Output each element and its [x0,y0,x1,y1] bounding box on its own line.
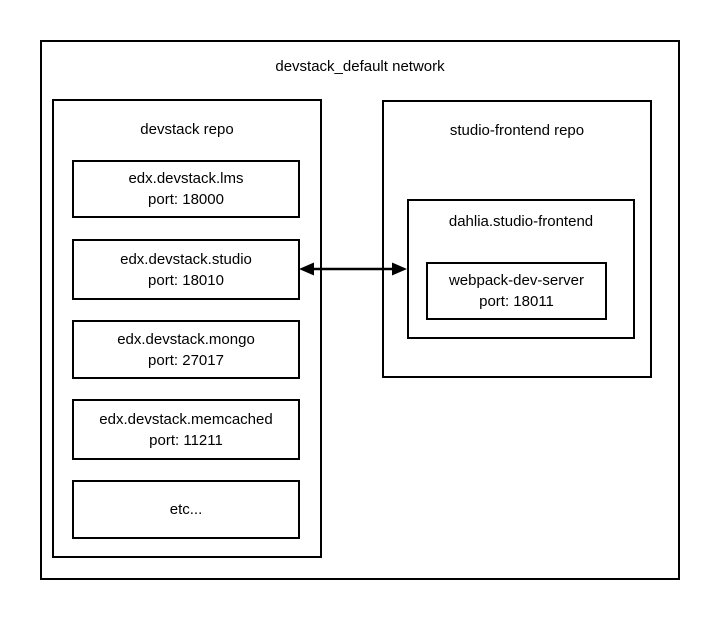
container-box-etc: etc... [72,480,300,539]
container-name: edx.devstack.studio [120,250,252,268]
container-port: port: 18010 [148,271,224,289]
container-port: port: 27017 [148,351,224,369]
container-name: etc... [169,501,203,518]
dahlia-container-title: dahlia.studio-frontend [448,213,594,230]
network-boundary-box: devstack_default network [40,40,680,580]
container-name: webpack-dev-server [448,272,585,289]
devstack-repo-title: devstack repo [140,121,234,138]
container-box-memcached: edx.devstack.memcached port: 11211 [72,399,300,460]
container-box-studio: edx.devstack.studio port: 18010 [72,239,300,300]
container-name: edx.devstack.mongo [117,330,255,348]
container-box-mongo: edx.devstack.mongo port: 27017 [72,320,300,379]
studio-frontend-repo-box: studio-frontend repo [382,100,652,378]
container-name: edx.devstack.memcached [99,410,273,428]
studio-frontend-repo-title: studio-frontend repo [449,122,585,139]
container-port: port: 18000 [148,191,224,208]
devstack-repo-box: devstack repo [52,99,322,558]
container-port: port: 18011 [479,293,554,310]
bidirectional-arrow [299,262,407,276]
container-box-lms: edx.devstack.lms port: 18000 [72,160,300,218]
container-port: port: 11211 [149,431,223,449]
container-box-webpack-dev-server: webpack-dev-server port: 18011 [426,262,607,320]
network-title: devstack_default network [275,58,445,75]
container-name: edx.devstack.lms [128,170,244,187]
dahlia-container-box: dahlia.studio-frontend [407,199,635,339]
